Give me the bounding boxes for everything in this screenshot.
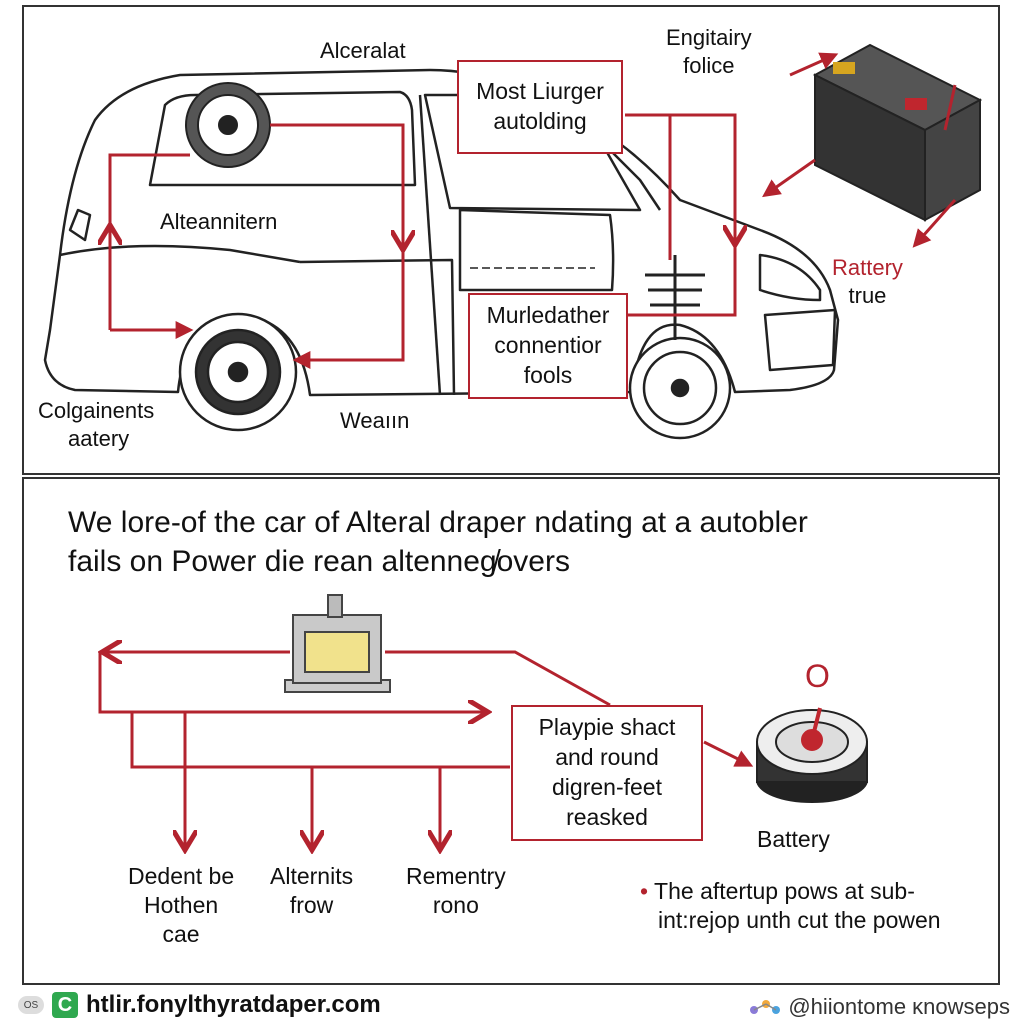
suspension-strut: [645, 255, 705, 340]
label-battery-right: Rattery true: [832, 255, 903, 308]
share-nodes-icon: [750, 1000, 781, 1014]
battery-symbol: O: [805, 658, 830, 694]
footer-credit: @hiiontome ĸnowseps: [788, 994, 1010, 1019]
callout-box-top: Most Liurger autolding: [457, 60, 623, 154]
note-text: • The aftertup pows at sub- int:rejop un…: [640, 878, 941, 933]
site-logo-icon: C: [52, 992, 78, 1018]
car-wiring: [110, 52, 957, 369]
rear-wheel: [178, 312, 298, 432]
bottom-wiring: [100, 652, 754, 850]
headline: We lore-of the car of Alteral draper nda…: [68, 506, 808, 578]
callout-box-middle: Murledather connentior fools: [468, 293, 628, 399]
note-bullet: •: [640, 878, 649, 904]
label-bottom-mid: Alternits frow: [270, 863, 354, 918]
label-bottom-right: Rementry rono: [406, 863, 506, 918]
label-bottom-left: Dedent be Hothen cae: [128, 863, 235, 947]
front-wheel: [628, 336, 732, 440]
battery-icon-bottom: [756, 707, 868, 803]
os-badge-icon: OS: [18, 996, 44, 1014]
label-battery-bottom: Battery: [757, 826, 830, 852]
fuse-icon: [284, 594, 391, 693]
label-wheel-bottom: Weaıın: [340, 408, 410, 433]
footer-right: @hiiontome ĸnowseps: [748, 994, 1010, 1020]
label-engine-fuse: Engitairy folice: [666, 25, 752, 78]
callout-box-bottom: Playpie shact and round digren-feet reas…: [511, 705, 703, 841]
label-rear-left: Colgainents aatery: [38, 398, 155, 451]
label-alternator-mid: Alteannitern: [160, 209, 278, 234]
footer-left: OS C htlir.fonylthyratdaper.com: [18, 990, 381, 1020]
label-alternator-top: Alceralat: [320, 38, 406, 63]
bottom-diagram-panel: [22, 477, 1000, 985]
battery-icon-top: [812, 43, 983, 222]
footer-url[interactable]: htlir.fonylthyratdaper.com: [86, 991, 381, 1018]
alternator-pulley-top: [185, 82, 271, 168]
